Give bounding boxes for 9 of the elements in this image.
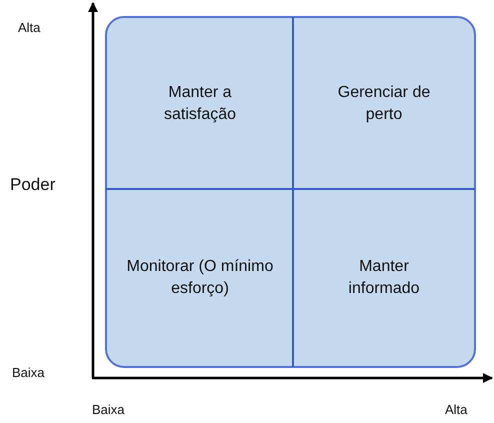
- quadrant-label: Manter informado: [347, 257, 421, 299]
- quadrant-label: Manter a satisfação: [162, 82, 238, 124]
- axis-tick-label: Baixa: [12, 365, 45, 380]
- quadrant-label: Gerenciar de perto: [336, 82, 432, 124]
- axis-tick-label: Alta: [18, 20, 40, 35]
- axis-title: Poder: [10, 175, 56, 195]
- quadrant-label: Monitorar (O mínimo esforço): [126, 257, 274, 299]
- axis-tick-label: Alta: [445, 402, 468, 417]
- axis-tick-label: Baixa: [92, 402, 125, 417]
